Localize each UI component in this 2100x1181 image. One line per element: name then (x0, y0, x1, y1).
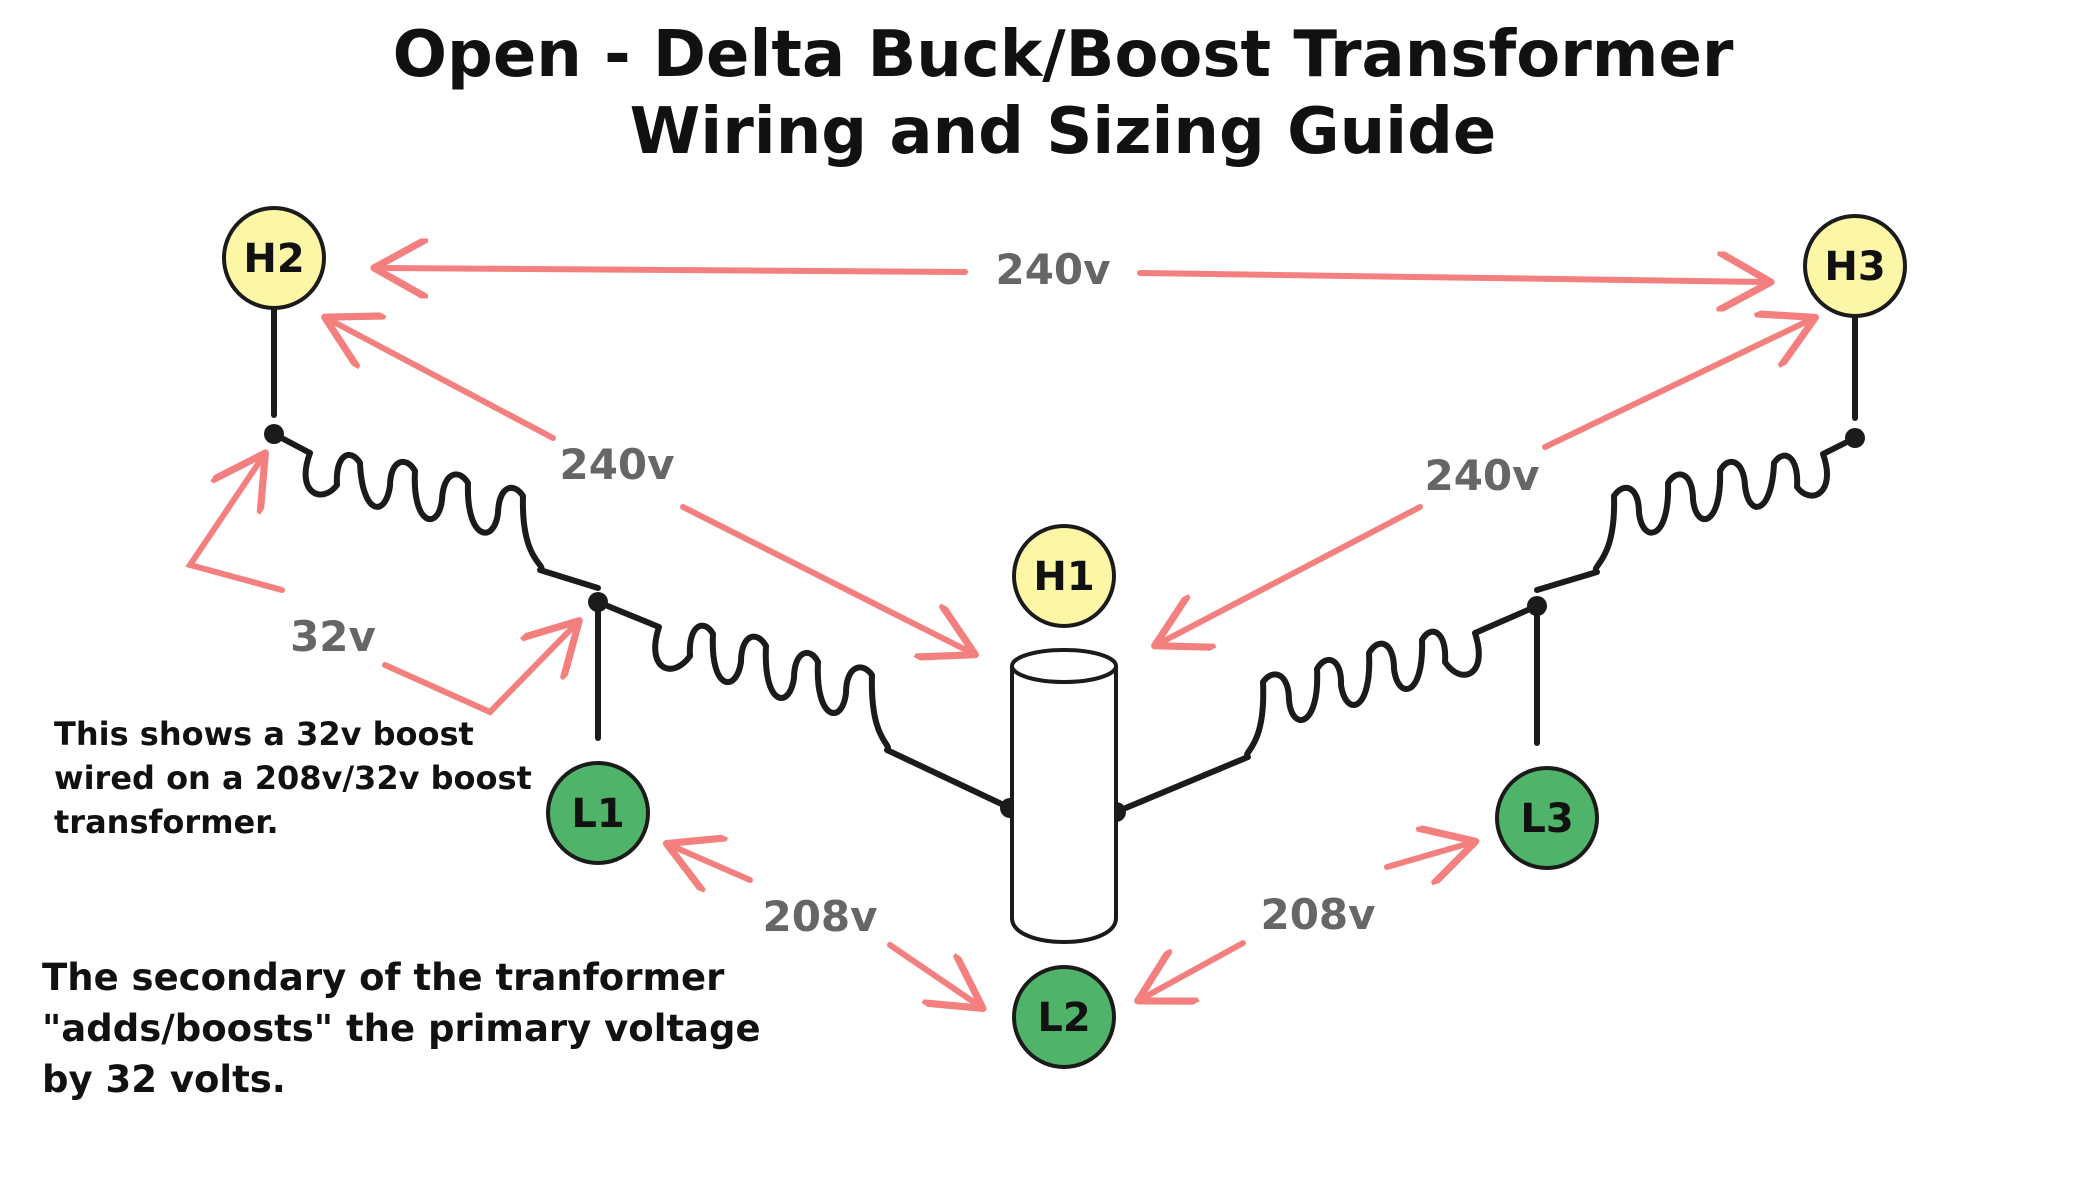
terminal-h2: H2 (222, 206, 326, 310)
voltage-h2-h1: 240v (559, 440, 674, 489)
terminal-l1-circle (546, 761, 650, 865)
junction-h3-coil (1845, 428, 1865, 448)
arrow-h2-h1-upper (330, 320, 556, 441)
title-line-1: Open - Delta Buck/Boost Transformer (393, 18, 1734, 92)
arrow-boost-upper (185, 458, 285, 593)
voltage-boost: 32v (290, 612, 376, 661)
secondary-note: The secondary of the tranformer "adds/bo… (42, 956, 761, 1101)
terminal-l2-circle (1012, 965, 1116, 1069)
terminal-l2: L2 (1012, 965, 1116, 1069)
arrow-boost-lower (382, 625, 575, 716)
terminal-h3-label: H3 (1824, 244, 1885, 290)
transformer-wiring (271, 301, 1858, 815)
arrow-l3-l2-lower (1143, 940, 1246, 998)
left-lower-coil (595, 599, 1013, 811)
arrow-l1-l2-lower (887, 942, 978, 1005)
voltage-l1-l2: 208v (762, 892, 877, 941)
junction-right-tap (1527, 596, 1547, 616)
terminal-l3: L3 (1495, 766, 1599, 870)
arrow-h3-h1-lower (1160, 504, 1423, 643)
arrow-h2-h3-left (380, 268, 968, 272)
boost-note: This shows a 32v boost wired on a 208v/3… (54, 715, 532, 841)
terminal-h2-label: H2 (243, 236, 304, 282)
terminal-h1-label: H1 (1033, 554, 1094, 600)
voltage-h2-h3: 240v (995, 245, 1110, 294)
right-upper-coil (1534, 435, 1858, 593)
terminal-l3-label: L3 (1520, 796, 1573, 842)
terminal-l2-label: L2 (1037, 995, 1090, 1041)
junction-left-tap (588, 592, 608, 612)
terminal-l3-circle (1495, 766, 1599, 870)
terminal-h1-circle (1012, 524, 1116, 628)
arrow-h2-h1-lower (680, 504, 970, 652)
center-cylinder (1010, 648, 1118, 944)
voltage-arrows (185, 268, 1810, 1005)
voltage-h3-h1: 240v (1424, 451, 1539, 500)
terminal-h3: H3 (1803, 214, 1907, 318)
terminal-l1-label: L1 (571, 791, 624, 837)
terminal-h1: H1 (1012, 524, 1116, 628)
arrow-l3-l2-upper (1384, 843, 1470, 867)
voltage-l3-l2: 208v (1260, 890, 1375, 939)
arrow-h2-h3-right (1137, 273, 1765, 282)
terminal-h3-circle (1803, 214, 1907, 318)
cylinder-top (1010, 648, 1118, 684)
arrow-l1-l2-upper (672, 846, 753, 880)
right-lower-coil (1113, 603, 1540, 815)
title-line-2: Wiring and Sizing Guide (630, 95, 1497, 169)
junction-h2-coil (264, 424, 284, 444)
left-upper-coil (271, 431, 601, 591)
cylinder-body (1010, 666, 1118, 944)
terminal-h2-circle (222, 206, 326, 310)
arrow-h3-h1-upper (1542, 320, 1810, 450)
terminal-l1: L1 (546, 761, 650, 865)
